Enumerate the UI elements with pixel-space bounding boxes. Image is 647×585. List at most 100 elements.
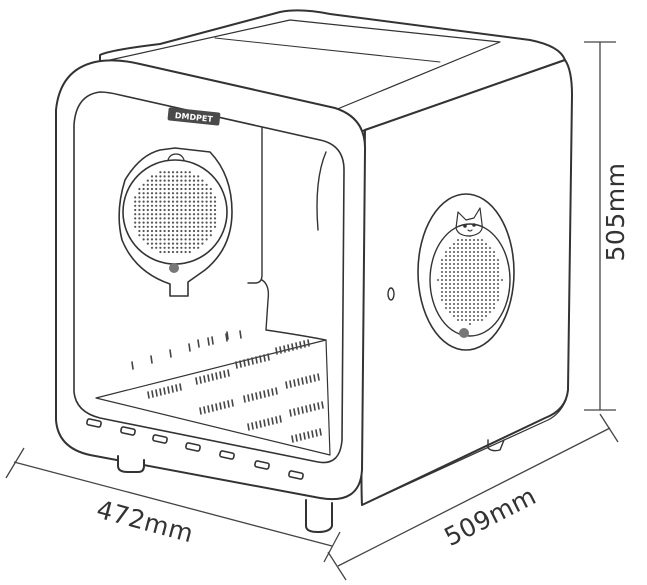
grille-hole xyxy=(197,179,200,182)
grille-hole xyxy=(171,200,175,203)
grille-hole xyxy=(167,242,170,245)
grille-hole xyxy=(201,200,204,203)
grille-hole xyxy=(485,303,487,305)
grille-hole xyxy=(176,238,179,241)
grille-hole xyxy=(146,187,149,191)
grille-hole xyxy=(493,291,495,293)
grille-hole xyxy=(453,267,455,269)
vent-slit xyxy=(303,340,306,348)
grille-hole xyxy=(461,287,463,289)
grille-hole xyxy=(449,303,451,305)
grille-hole xyxy=(489,247,491,249)
grille-hole xyxy=(481,251,483,253)
grille-hole xyxy=(445,283,447,285)
grille-hole xyxy=(188,238,191,241)
grille-hole xyxy=(180,171,183,174)
front-opening xyxy=(73,91,345,464)
grille-hole xyxy=(138,204,141,207)
grille-hole xyxy=(473,271,475,273)
grille-hole xyxy=(445,275,447,277)
grille-hole xyxy=(461,279,463,281)
vent-slit xyxy=(151,390,154,398)
brand-logo: DMDPET xyxy=(167,107,221,126)
grille-hole xyxy=(180,192,183,195)
grille-hole xyxy=(163,229,166,233)
grille-hole xyxy=(445,303,447,305)
side-fan-grille xyxy=(437,235,503,325)
grille-hole xyxy=(201,213,204,216)
grille-hole xyxy=(473,267,475,269)
grille-hole xyxy=(497,263,499,265)
grille-hole xyxy=(477,319,479,321)
grille-hole xyxy=(171,213,175,216)
grille-hole xyxy=(213,200,217,203)
grille-hole xyxy=(171,229,175,233)
vent-slit xyxy=(305,376,308,384)
grille-hole xyxy=(449,287,451,289)
grille-hole xyxy=(209,229,212,233)
grille-hole xyxy=(188,221,191,224)
grille-hole xyxy=(477,279,479,281)
grille-hole xyxy=(449,259,451,261)
grille-hole xyxy=(146,234,149,237)
grille-hole xyxy=(171,225,175,228)
grille-hole xyxy=(180,250,183,254)
grille-hole xyxy=(159,196,162,199)
grille-hole xyxy=(457,315,459,317)
grille-hole xyxy=(171,238,175,241)
interior-back-wall xyxy=(247,127,263,284)
grille-hole xyxy=(493,307,495,309)
grille-hole xyxy=(171,187,175,191)
grille-hole xyxy=(481,287,483,289)
grille-hole xyxy=(150,179,154,182)
vent-slit xyxy=(243,359,246,367)
grille-hole xyxy=(142,187,145,191)
vent-slit xyxy=(207,374,210,382)
grille-hole xyxy=(209,208,212,212)
grille-hole xyxy=(150,175,154,178)
grille-hole xyxy=(473,315,475,317)
grille-hole xyxy=(481,255,483,257)
vent-slit xyxy=(271,388,274,396)
grille-hole xyxy=(155,246,158,249)
vent-slit xyxy=(295,434,298,442)
grille-hole xyxy=(473,283,475,285)
grille-hole xyxy=(445,299,447,301)
grille-hole xyxy=(457,263,459,265)
grille-hole xyxy=(469,311,471,313)
grille-hole xyxy=(159,179,162,182)
width-dimension-line xyxy=(13,461,333,547)
grille-hole xyxy=(481,319,483,321)
grille-hole xyxy=(201,208,204,212)
grille-hole xyxy=(457,287,459,289)
grille-hole xyxy=(134,213,137,216)
grille-hole xyxy=(441,295,443,297)
grille-hole xyxy=(142,221,145,224)
grille-hole xyxy=(159,175,162,178)
grille-hole xyxy=(485,271,487,273)
vent-slit xyxy=(199,376,202,384)
grille-hole xyxy=(188,234,191,237)
grille-hole xyxy=(489,311,491,313)
grille-hole xyxy=(134,208,137,212)
grille-hole xyxy=(453,251,455,253)
grille-hole xyxy=(457,243,459,245)
grille-hole xyxy=(457,299,459,301)
grille-hole xyxy=(473,299,475,301)
grille-hole xyxy=(465,287,467,289)
grille-hole xyxy=(465,243,467,245)
grille-hole xyxy=(146,200,149,203)
grille-hole xyxy=(171,171,175,174)
grille-hole xyxy=(188,250,191,254)
grille-hole xyxy=(461,263,463,265)
grille-hole xyxy=(184,242,187,245)
grille-hole xyxy=(146,208,149,212)
vent-slit xyxy=(263,419,266,427)
grille-hole xyxy=(461,299,463,301)
grille-hole xyxy=(184,175,187,178)
grille-hole xyxy=(473,291,475,293)
grille-hole xyxy=(493,271,495,273)
grille-hole xyxy=(453,307,455,309)
grille-hole xyxy=(489,291,491,293)
grille-hole xyxy=(155,187,158,191)
